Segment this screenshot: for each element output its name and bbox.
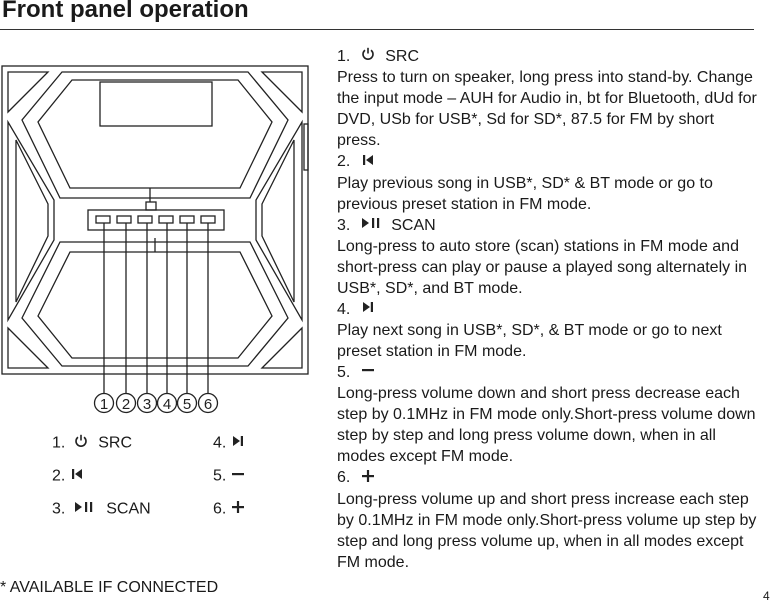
speaker-drawing: 1 2 3 4 5 6 (1, 65, 309, 414)
callout-circle (197, 392, 219, 414)
button-strip (87, 209, 225, 231)
previous-track-icon (70, 467, 84, 486)
left-panel (7, 119, 55, 323)
corner-top-right (260, 71, 303, 114)
callout-number: 2 (122, 396, 130, 413)
step-description: Long-press to auto store (scan) stations… (337, 237, 748, 297)
corner-bottom-right (260, 326, 303, 369)
step-description: Long-press volume up and short press inc… (337, 490, 757, 571)
step-1: 1. SRC Press to turn on speaker, long pr… (337, 46, 757, 150)
panel-button (95, 215, 111, 224)
callout-number: 6 (204, 396, 212, 413)
corner-bottom-left (7, 326, 50, 369)
step-4: 4. Play next song in USB*, SD*, & BT mod… (337, 299, 757, 362)
legend-item-next: 4. (213, 434, 245, 453)
right-panel (255, 119, 303, 323)
power-icon (361, 46, 375, 67)
legend-item-minus: 5. (213, 467, 245, 486)
speaker-front-illustration: 1 2 3 4 5 6 (0, 60, 312, 420)
play-pause-icon (361, 215, 381, 236)
callout-circle (115, 392, 137, 414)
page-title: Front panel operation (2, 0, 249, 23)
callout-circle (136, 392, 158, 414)
display-window (99, 81, 213, 127)
step-description: Long-press volume down and short press d… (337, 385, 756, 466)
callout-circle (93, 392, 115, 414)
legend-item-plus: 6. (213, 500, 245, 519)
next-track-icon (231, 434, 245, 453)
callout-circle (156, 392, 178, 414)
callout-number: 3 (143, 396, 151, 413)
panel-button (200, 215, 216, 224)
speaker-outline (1, 65, 309, 375)
panel-button (158, 215, 174, 224)
corner-top-left (7, 71, 50, 114)
legend-item-play-pause: 3. SCAN (52, 500, 151, 519)
callout-number: 5 (183, 396, 191, 413)
step-6: 6. Long-press volume up and short press … (337, 468, 757, 571)
power-icon (74, 434, 88, 453)
panel-button (137, 215, 153, 224)
page-number: 4 (763, 589, 770, 603)
plus-icon (231, 500, 245, 519)
callout-number: 1 (100, 396, 108, 413)
button-descriptions: 1. SRC Press to turn on speaker, long pr… (337, 46, 757, 573)
minus-icon (361, 362, 375, 383)
step-2: 2. Play previous song in USB*, SD* & BT … (337, 151, 757, 214)
panel-button (179, 215, 195, 224)
footnote: * AVAILABLE IF CONNECTED (0, 579, 219, 596)
panel-button (116, 215, 132, 224)
top-panel-inner (37, 79, 273, 189)
top-panel (21, 71, 289, 199)
plus-icon (361, 468, 375, 489)
previous-track-icon (361, 152, 375, 173)
next-track-icon (361, 299, 375, 320)
title-divider (0, 29, 754, 30)
minus-icon (231, 467, 245, 486)
step-5: 5. Long-press volume down and short pres… (337, 362, 756, 466)
step-description: Play previous song in USB*, SD* & BT mod… (337, 174, 713, 213)
step-description: Play next song in USB*, SD*, & BT mode o… (337, 322, 722, 361)
bottom-panel (21, 241, 289, 367)
legend-item-power: 1. SRC (52, 434, 133, 453)
legend-item-previous: 2. (52, 467, 84, 486)
step-3: 3. SCAN Long-press to auto store (scan) … (337, 215, 757, 299)
bottom-panel-inner (37, 251, 273, 359)
play-pause-icon (74, 500, 94, 519)
callout-circle (176, 392, 198, 414)
step-description: Press to turn on speaker, long press int… (337, 69, 757, 150)
callout-number: 4 (163, 396, 171, 413)
